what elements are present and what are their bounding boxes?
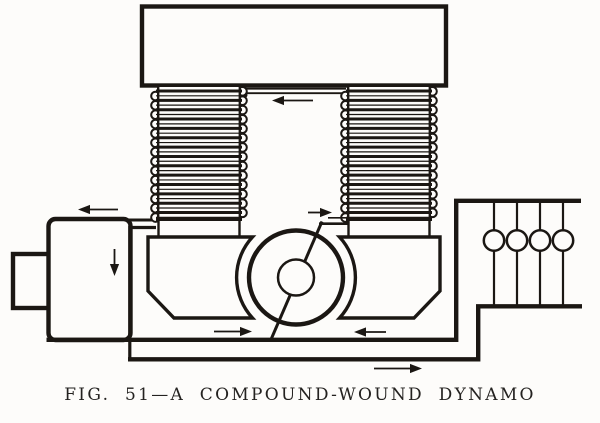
current-arrow-base-left-icon xyxy=(214,326,252,337)
field-coil-right xyxy=(340,86,438,223)
current-arrow-pedestal-down-icon xyxy=(109,249,120,276)
left-frame-wire xyxy=(128,225,156,359)
current-arrow-brush-top-lead-icon xyxy=(308,207,332,218)
current-arrows xyxy=(78,95,422,374)
lamp-bulb-icon xyxy=(505,229,529,252)
lamp xyxy=(482,202,506,305)
lamp-bulb-icon xyxy=(482,229,506,252)
series-link-wire xyxy=(241,87,346,98)
lamp-bulb-icon xyxy=(551,229,575,252)
current-arrow-base-right-icon xyxy=(354,327,386,337)
lamp xyxy=(505,202,529,305)
lamp-bulb-icon xyxy=(528,229,552,252)
field-coil-left xyxy=(150,86,248,223)
base-rail-and-lamp-feed xyxy=(46,198,581,342)
current-arrow-left-lead-icon xyxy=(78,204,118,215)
commutator xyxy=(276,258,316,297)
field-yoke xyxy=(139,4,449,88)
lamp-bank xyxy=(482,202,575,305)
current-arrow-return-wire-icon xyxy=(374,363,422,374)
return-wire xyxy=(128,306,481,362)
current-arrow-gap-top-icon xyxy=(272,95,313,106)
lamp xyxy=(528,202,552,305)
pole-piece-left xyxy=(146,235,257,320)
figure-caption: FIG. 51—A COMPOUND-WOUND DYNAMO xyxy=(64,385,536,405)
lamp xyxy=(551,202,575,305)
pole-piece-right xyxy=(335,235,442,320)
bearing-pedestal xyxy=(46,216,133,343)
circuit-wires xyxy=(46,198,582,362)
